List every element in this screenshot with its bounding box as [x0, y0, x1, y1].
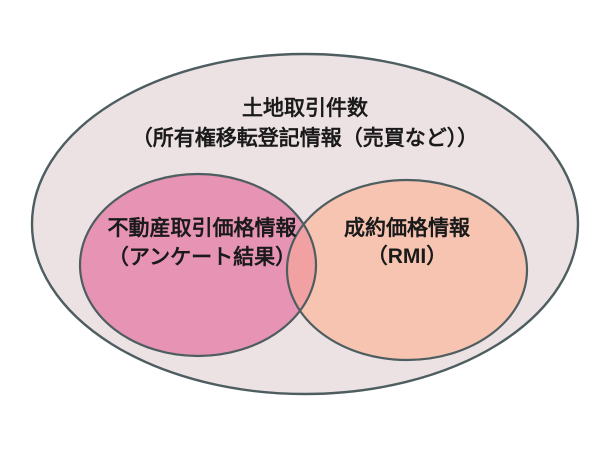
- left-set-label-line1: 不動産取引価格情報: [108, 216, 298, 240]
- left-set-ellipse-border: [78, 172, 318, 358]
- right-set-label-line1: 成約価格情報: [344, 216, 471, 240]
- outer-set-ellipse-border: [30, 52, 580, 396]
- outer-set-title: 土地取引件数: [242, 96, 369, 120]
- right-set-label-line2: （RMI）: [367, 244, 448, 268]
- left-set-ellipse: [80, 174, 316, 356]
- outer-set-subtitle: （所有権移転登記情報（売買など））: [132, 126, 479, 150]
- right-set-ellipse: [287, 180, 527, 360]
- left-set-label-line2: （アンケート結果）: [108, 245, 296, 269]
- right-set-ellipse-border: [285, 178, 529, 362]
